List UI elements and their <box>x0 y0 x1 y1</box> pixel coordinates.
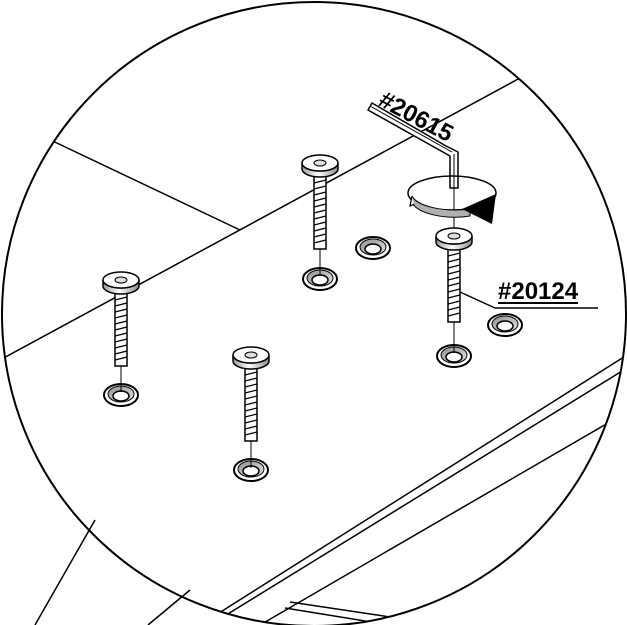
bolt <box>232 346 270 442</box>
bolt <box>102 271 140 367</box>
alignment-lines <box>120 188 455 468</box>
bolt-part-number: #20124 <box>498 278 579 305</box>
bolt <box>435 227 473 323</box>
hex-key-icon <box>367 102 459 189</box>
bolt <box>301 154 339 250</box>
rotation-arrow-icon <box>407 175 497 224</box>
callout-lines <box>34 519 191 625</box>
empty-hole <box>487 313 523 337</box>
empty-hole <box>355 236 391 260</box>
